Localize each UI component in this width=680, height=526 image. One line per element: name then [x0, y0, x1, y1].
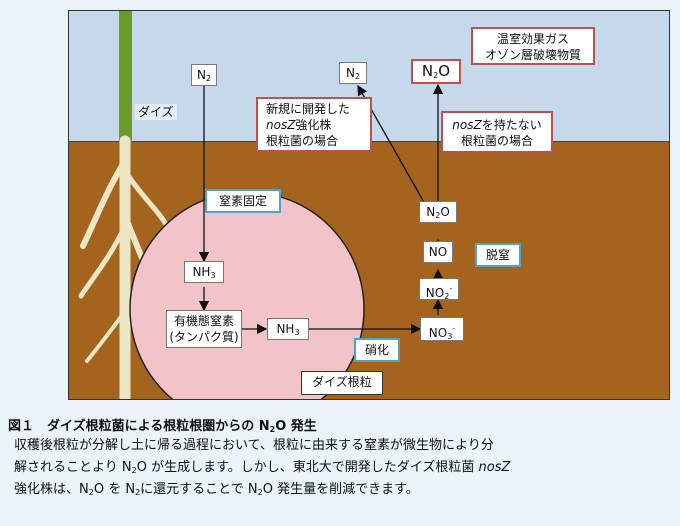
- new-strain-line3: 根粒菌の場合: [266, 134, 339, 148]
- soybean-stem: [119, 11, 132, 143]
- organic-line1: 有機態窒素: [173, 314, 234, 328]
- no2-box: NO2-: [419, 278, 459, 301]
- caption-line1: 収穫後根粒が分解し土に帰る過程において、根粒に由来する窒素が微生物により分: [14, 438, 494, 453]
- caption-line2: 解されることより N2O が生成します。しかし、東北大で開発したダイズ根粒菌 n…: [14, 460, 511, 475]
- denitrification-box: 脱窒: [475, 243, 521, 267]
- greenhouse-line2: オゾン層破壊物質: [484, 48, 581, 62]
- n2-left-box: N2: [191, 64, 217, 86]
- organic-n-box: 有機態窒素 (タンパク質): [166, 310, 242, 348]
- nodule-label-box: ダイズ根粒: [301, 371, 383, 395]
- nh3-nodule-box: NH3: [184, 261, 224, 283]
- soybean-label: ダイズ: [135, 104, 177, 120]
- without-line1: nosZを持たない: [452, 118, 542, 132]
- new-strain-line2: nosZ強化株: [266, 118, 332, 132]
- n2-right-box: N2: [339, 62, 367, 84]
- caption-line3: 強化株は、N2O を N2に還元することで N2O 発生量を削減できます。: [14, 482, 419, 497]
- n2o-top-box: N2O: [411, 59, 461, 84]
- nitrogen-cycle-diagram: ダイズ N2 N2 N2O 温室効果ガス オゾン層破壊物質 新規に開発した no…: [68, 10, 670, 400]
- without-line2: 根粒菌の場合: [460, 134, 533, 148]
- fixation-box: 窒素固定: [205, 189, 281, 213]
- organic-line2: (タンパク質): [169, 330, 239, 344]
- new-strain-box: 新規に開発した nosZ強化株 根粒菌の場合: [256, 97, 372, 152]
- no3-box: NO3-: [420, 317, 464, 341]
- new-strain-line1: 新規に開発した: [266, 102, 351, 116]
- nitrification-box: 硝化: [354, 338, 400, 362]
- nh3-soil-box: NH3: [267, 318, 309, 340]
- no-box: NO: [423, 241, 453, 263]
- greenhouse-line1: 温室効果ガス: [496, 32, 569, 46]
- caption-title: 図１ ダイズ根粒菌による根粒根圏からの N2O 発生: [8, 419, 317, 434]
- n2o-soil-box: N2O: [419, 201, 457, 223]
- greenhouse-box: 温室効果ガス オゾン層破壊物質: [471, 27, 595, 65]
- without-nosz-box: nosZを持たない 根粒菌の場合: [441, 111, 553, 153]
